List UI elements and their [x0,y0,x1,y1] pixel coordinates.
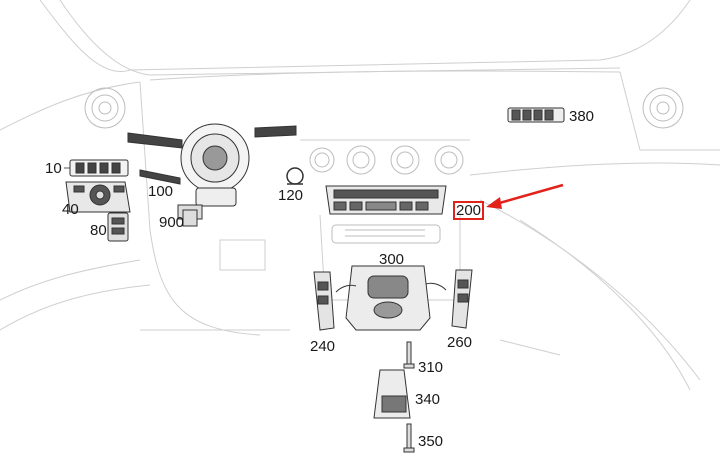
callout-200-highlighted[interactable]: 200 [453,201,485,220]
part-10-switch-strip[interactable] [69,159,129,177]
callout-380[interactable]: 380 [569,108,595,125]
callout-310[interactable]: 310 [418,359,444,376]
part-900-connector[interactable] [182,209,198,227]
part-200-climate-panel[interactable] [325,185,447,215]
air-vents [84,87,684,175]
part-120-sensor-ring[interactable] [286,167,304,185]
callout-340[interactable]: 340 [415,391,441,408]
lower-vent-strip [331,224,441,244]
part-350-screw[interactable] [403,423,415,453]
part-80-switch-unit[interactable] [107,212,129,242]
callout-40[interactable]: 40 [62,201,79,218]
callout-350[interactable]: 350 [418,433,444,450]
highlight-arrow [486,183,564,209]
callout-120[interactable]: 120 [278,187,304,204]
part-300-center-console[interactable] [345,265,431,331]
part-380-overhead-switch[interactable] [507,107,565,123]
assembly-arrows [335,282,447,293]
callout-260[interactable]: 260 [447,334,473,351]
part-100-steering-column[interactable] [127,123,297,220]
part-260-side-trim[interactable] [451,269,473,329]
part-310-screw[interactable] [403,341,415,369]
callout-240[interactable]: 240 [310,338,336,355]
part-240-side-trim[interactable] [313,271,335,331]
callout-80[interactable]: 80 [90,222,107,239]
dashboard-outline [0,0,721,391]
callout-300[interactable]: 300 [379,251,405,268]
callout-900[interactable]: 900 [159,214,185,231]
part-340-console-cover[interactable] [373,369,411,419]
callout-100[interactable]: 100 [148,183,174,200]
part-40-light-switch[interactable] [65,181,131,213]
callout-10[interactable]: 10 [45,160,62,177]
